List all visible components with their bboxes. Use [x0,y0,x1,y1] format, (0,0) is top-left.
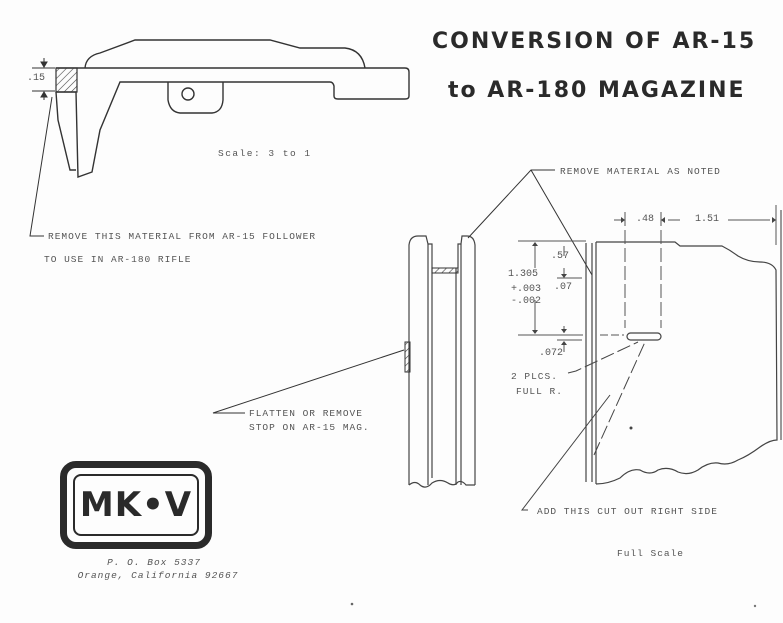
address-line-2: Orange, California 92667 [77,570,239,581]
flatten-note-line-1: FLATTEN OR REMOVE [249,408,363,419]
detail-dim-arrows [532,217,776,345]
magazine-hatched-area [431,267,459,274]
follower-note-line-1: REMOVE THIS MATERIAL FROM AR-15 FOLLOWER [48,231,317,242]
detail-dim-lines [518,205,777,352]
follower-leader-line [29,96,53,237]
dim-048-label: .48 [636,214,655,225]
plcs-leaders [520,341,646,511]
title-line-2: to AR-180 MAGAZINE [448,78,746,103]
remove-material-callout: REMOVE MATERIAL AS NOTED [560,166,721,177]
dim-015-label: .15 [27,73,46,84]
magazine-stop-hatched [404,341,411,373]
full-scale-label: Full Scale [617,548,685,559]
dim-057-label: .57 [551,251,570,262]
follower-scale-label: Scale: 3 to 1 [218,148,312,159]
mkv-logo-inner-frame: MK•V [73,474,199,536]
plcs-note-line-2: FULL R. [516,386,563,397]
remove-material-leaders [212,169,593,414]
mkv-logo-text: MK•V [79,485,193,525]
dim-072-label: .072 [539,348,564,359]
dim-151-label: 1.51 [695,214,720,225]
magazine-drawing [408,235,476,488]
follower-drawing [55,39,410,178]
address-line-1: P. O. Box 5337 [107,557,201,568]
tolerance-minus-label: -.002 [511,296,542,307]
flatten-note-line-2: STOP ON AR-15 MAG. [249,422,370,433]
detail-drawing [585,241,778,485]
mkv-logo: MK•V [60,461,212,549]
tolerance-plus-label: +.003 [511,284,542,295]
plcs-note-line-1: 2 PLCS. [511,371,558,382]
cutout-note: ADD THIS CUT OUT RIGHT SIDE [537,506,718,517]
hatched-removal-area [55,67,78,93]
dim-1305-label: 1.305 [508,269,539,280]
follower-note-line-2: TO USE IN AR-180 RIFLE [44,254,192,265]
dim-007-label: .07 [554,282,573,293]
dim-015-marks [32,58,55,100]
title-line-1: CONVERSION OF AR-15 [432,29,757,54]
